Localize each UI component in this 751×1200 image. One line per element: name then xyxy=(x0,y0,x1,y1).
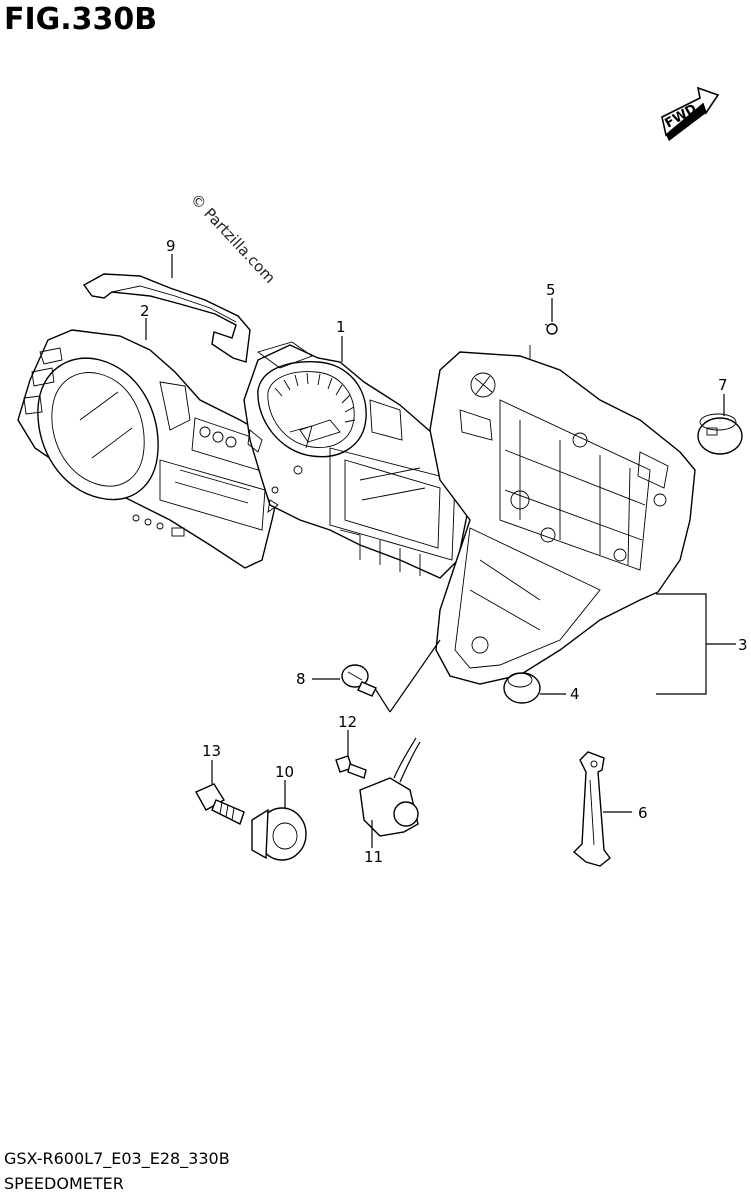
part-6-strap xyxy=(572,751,611,867)
part-7-grommet xyxy=(697,413,743,455)
figure-title: FIG.330B xyxy=(4,2,158,37)
leader-lines xyxy=(145,254,736,848)
callout-4: 4 xyxy=(570,685,580,703)
part-2-front-cover xyxy=(17,329,283,569)
callout-11: 11 xyxy=(364,848,383,866)
diagram-code: GSX-R600L7_E03_E28_330B xyxy=(4,1149,230,1168)
part-5-screw xyxy=(544,323,558,335)
part-1-meter-assembly xyxy=(243,341,471,579)
diagram-name: SPEEDOMETER xyxy=(4,1174,124,1193)
callout-5: 5 xyxy=(546,281,556,299)
callout-9: 9 xyxy=(166,237,176,255)
part-13-screw xyxy=(195,783,245,825)
callout-13: 13 xyxy=(202,742,221,760)
part-8-bolt xyxy=(341,664,377,697)
callout-3: 3 xyxy=(738,636,748,654)
callout-2: 2 xyxy=(140,302,150,320)
part-9-cover xyxy=(82,273,251,363)
part-10-collar xyxy=(251,807,307,861)
part-4-damper xyxy=(503,672,541,704)
callout-10: 10 xyxy=(275,763,294,781)
part-3-rear-housing xyxy=(429,345,696,685)
callout-1: 1 xyxy=(336,318,346,336)
callout-12: 12 xyxy=(338,713,357,731)
callout-6: 6 xyxy=(638,804,648,822)
callout-7: 7 xyxy=(718,376,728,394)
callout-8: 8 xyxy=(296,670,306,688)
part-12-screw xyxy=(335,755,367,779)
part-11-speed-sensor xyxy=(359,737,421,837)
fwd-arrow-icon: FWD xyxy=(661,86,720,141)
